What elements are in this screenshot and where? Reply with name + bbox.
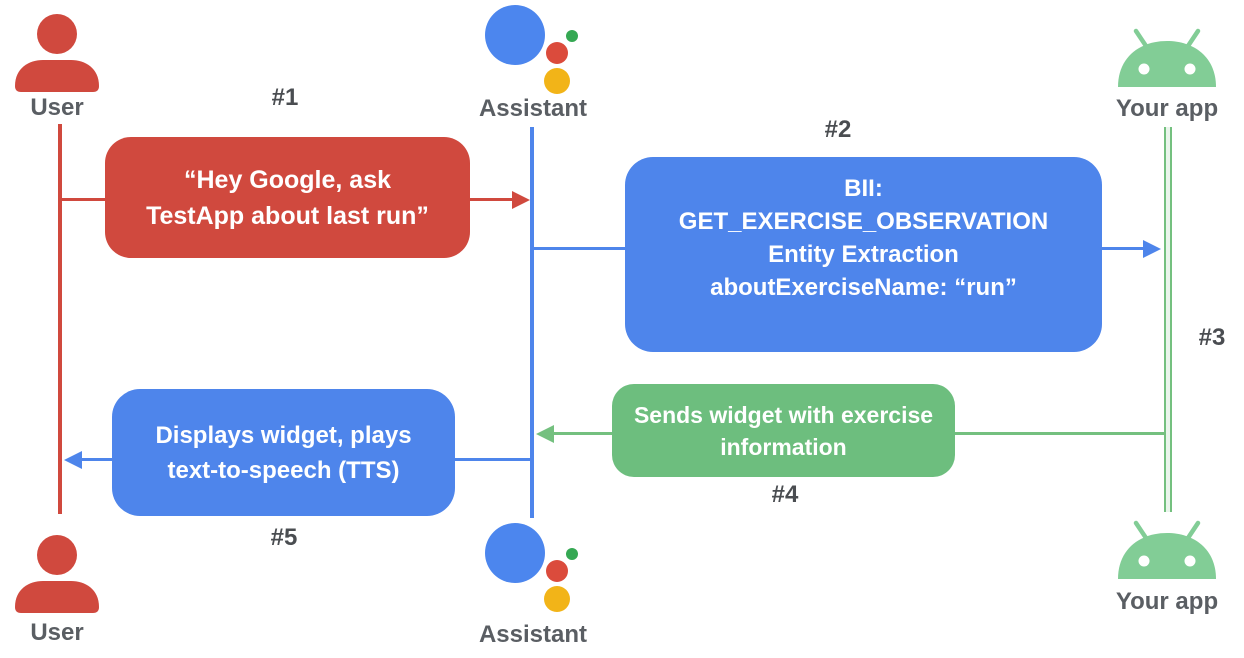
assistant-yellow-dot <box>544 586 570 612</box>
user-lifeline <box>58 124 62 514</box>
assistant-green-dot <box>566 548 578 560</box>
actor-label-user-top: User <box>30 94 84 121</box>
message-5-text: Displays widget, plays text-to-speech (T… <box>155 421 412 484</box>
actor-label-assistant-top: Assistant <box>478 95 588 122</box>
step-2-label: #2 <box>824 116 852 143</box>
arrowhead-left-icon <box>536 424 554 443</box>
message-4-text: Sends widget with exercise information <box>633 401 934 460</box>
step-4-label: #4 <box>771 481 799 508</box>
step-3-label: #3 <box>1198 324 1226 351</box>
assistant-red-dot <box>546 560 568 582</box>
user-icon <box>15 533 99 615</box>
android-robot-icon <box>1117 520 1217 580</box>
actor-label-app-top: Your app <box>1115 95 1219 122</box>
message-box-4: Sends widget with exercise information <box>612 384 955 477</box>
actor-label-user-bottom: User <box>30 619 84 646</box>
google-assistant-icon <box>455 0 615 100</box>
assistant-yellow-dot <box>544 68 570 94</box>
message-2-text: BII: GET_EXERCISE_OBSERVATION Entity Ext… <box>678 174 1049 301</box>
message-1-text: “Hey Google, ask TestApp about last run” <box>146 165 429 230</box>
actor-label-app-bottom: Your app <box>1115 588 1219 615</box>
assistant-red-dot <box>546 42 568 64</box>
arrowhead-right-icon <box>1143 239 1161 258</box>
assistant-blue-circle <box>485 5 545 65</box>
assistant-blue-circle <box>485 523 545 583</box>
message-box-5: Displays widget, plays text-to-speech (T… <box>112 389 455 516</box>
android-robot-icon <box>1117 28 1217 88</box>
arrowhead-left-icon <box>64 450 82 469</box>
actor-label-assistant-bottom: Assistant <box>478 621 588 648</box>
step-5-label: #5 <box>270 524 298 551</box>
app-lifeline <box>1164 127 1172 512</box>
arrowhead-right-icon <box>512 190 530 209</box>
user-icon <box>15 12 99 94</box>
message-box-2: BII: GET_EXERCISE_OBSERVATION Entity Ext… <box>625 157 1102 352</box>
google-assistant-icon <box>455 518 615 618</box>
message-box-1: “Hey Google, ask TestApp about last run” <box>105 137 470 258</box>
assistant-green-dot <box>566 30 578 42</box>
assistant-lifeline <box>530 127 534 518</box>
step-1-label: #1 <box>271 84 299 111</box>
